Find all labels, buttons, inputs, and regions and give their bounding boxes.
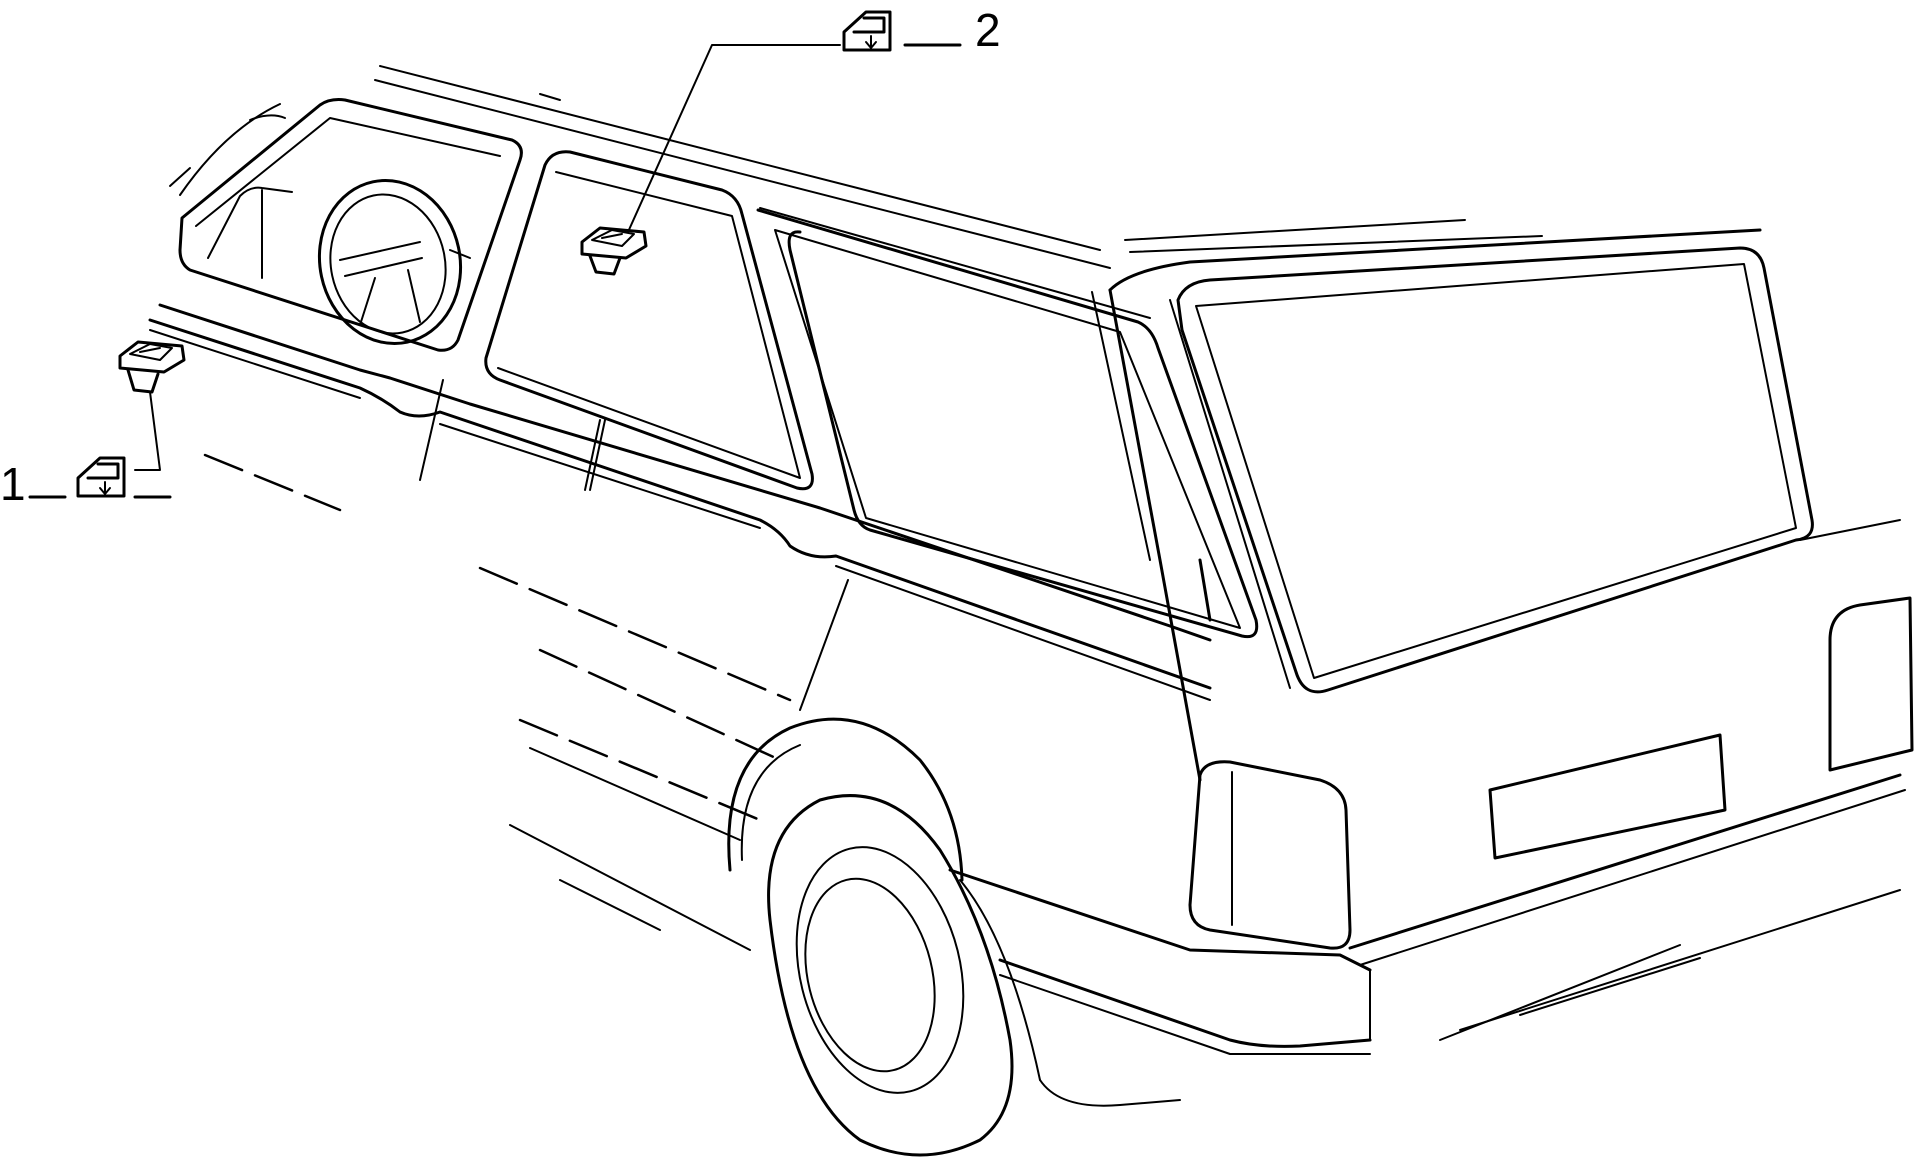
rear-bumper-and-lamp <box>948 519 1914 1055</box>
windshield-and-dashboard <box>169 98 523 352</box>
front-door-window <box>484 150 814 491</box>
tailgate-window <box>1169 246 1814 694</box>
window-switch-part-1 <box>118 340 186 394</box>
motion-lines <box>203 453 792 951</box>
callout-1: 1 <box>0 456 172 510</box>
body-side-lines <box>148 303 1212 711</box>
window-switch-icon <box>842 10 892 52</box>
callout-number: 2 <box>975 4 1001 56</box>
leader-lines <box>134 44 841 471</box>
window-switch-icon <box>76 456 126 498</box>
callout-number: 1 <box>0 458 26 510</box>
rear-wheel <box>727 717 1181 1157</box>
callout-2: 2 <box>842 4 1001 56</box>
roof-outline <box>374 65 1762 292</box>
window-switch-part-2 <box>580 226 648 276</box>
rear-door-window <box>756 207 1259 639</box>
